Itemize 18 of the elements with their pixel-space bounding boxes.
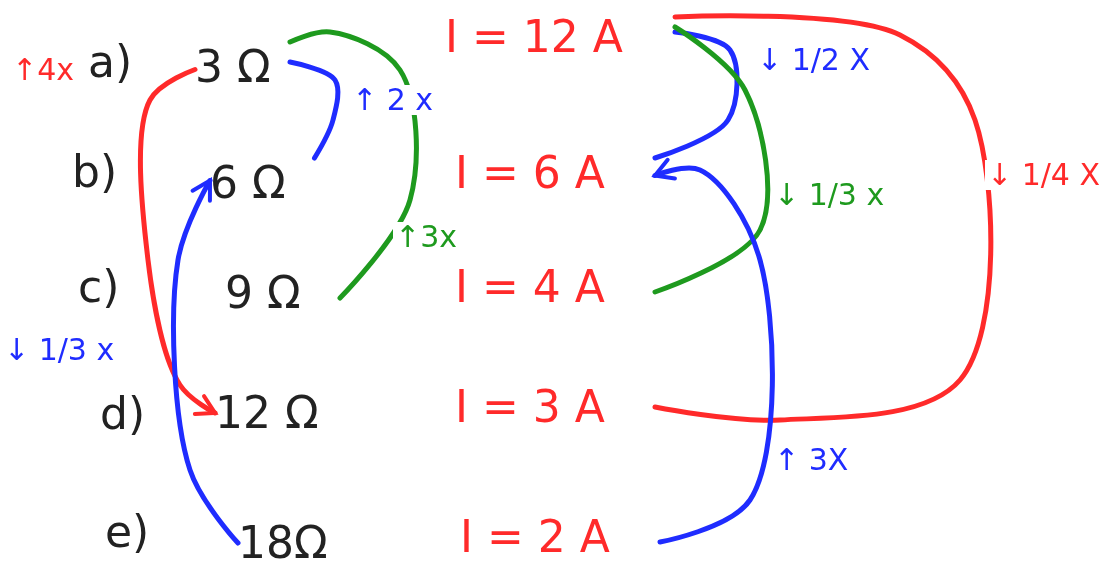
current-value: I = 4 A bbox=[455, 265, 605, 309]
resistance-value: 9 Ω bbox=[225, 271, 301, 315]
current-value: I = 2 A bbox=[460, 515, 610, 559]
current-value: I = 12 A bbox=[445, 15, 623, 59]
part-letter: d) bbox=[100, 392, 146, 436]
arrow bbox=[171, 178, 241, 546]
current-value: I = 3 A bbox=[455, 385, 605, 429]
arrow bbox=[652, 157, 775, 545]
resistance-value: 18Ω bbox=[238, 521, 328, 565]
resistance-value: 3 Ω bbox=[195, 45, 271, 89]
arrow bbox=[137, 67, 218, 416]
part-letter: c) bbox=[78, 265, 120, 309]
part-letter: e) bbox=[105, 510, 150, 554]
resistance-value: 6 Ω bbox=[210, 161, 286, 205]
part-letter: a) bbox=[88, 40, 133, 84]
current-value: I = 6 A bbox=[455, 151, 605, 195]
part-letter: b) bbox=[72, 150, 118, 194]
resistance-value: 12 Ω bbox=[215, 391, 319, 435]
